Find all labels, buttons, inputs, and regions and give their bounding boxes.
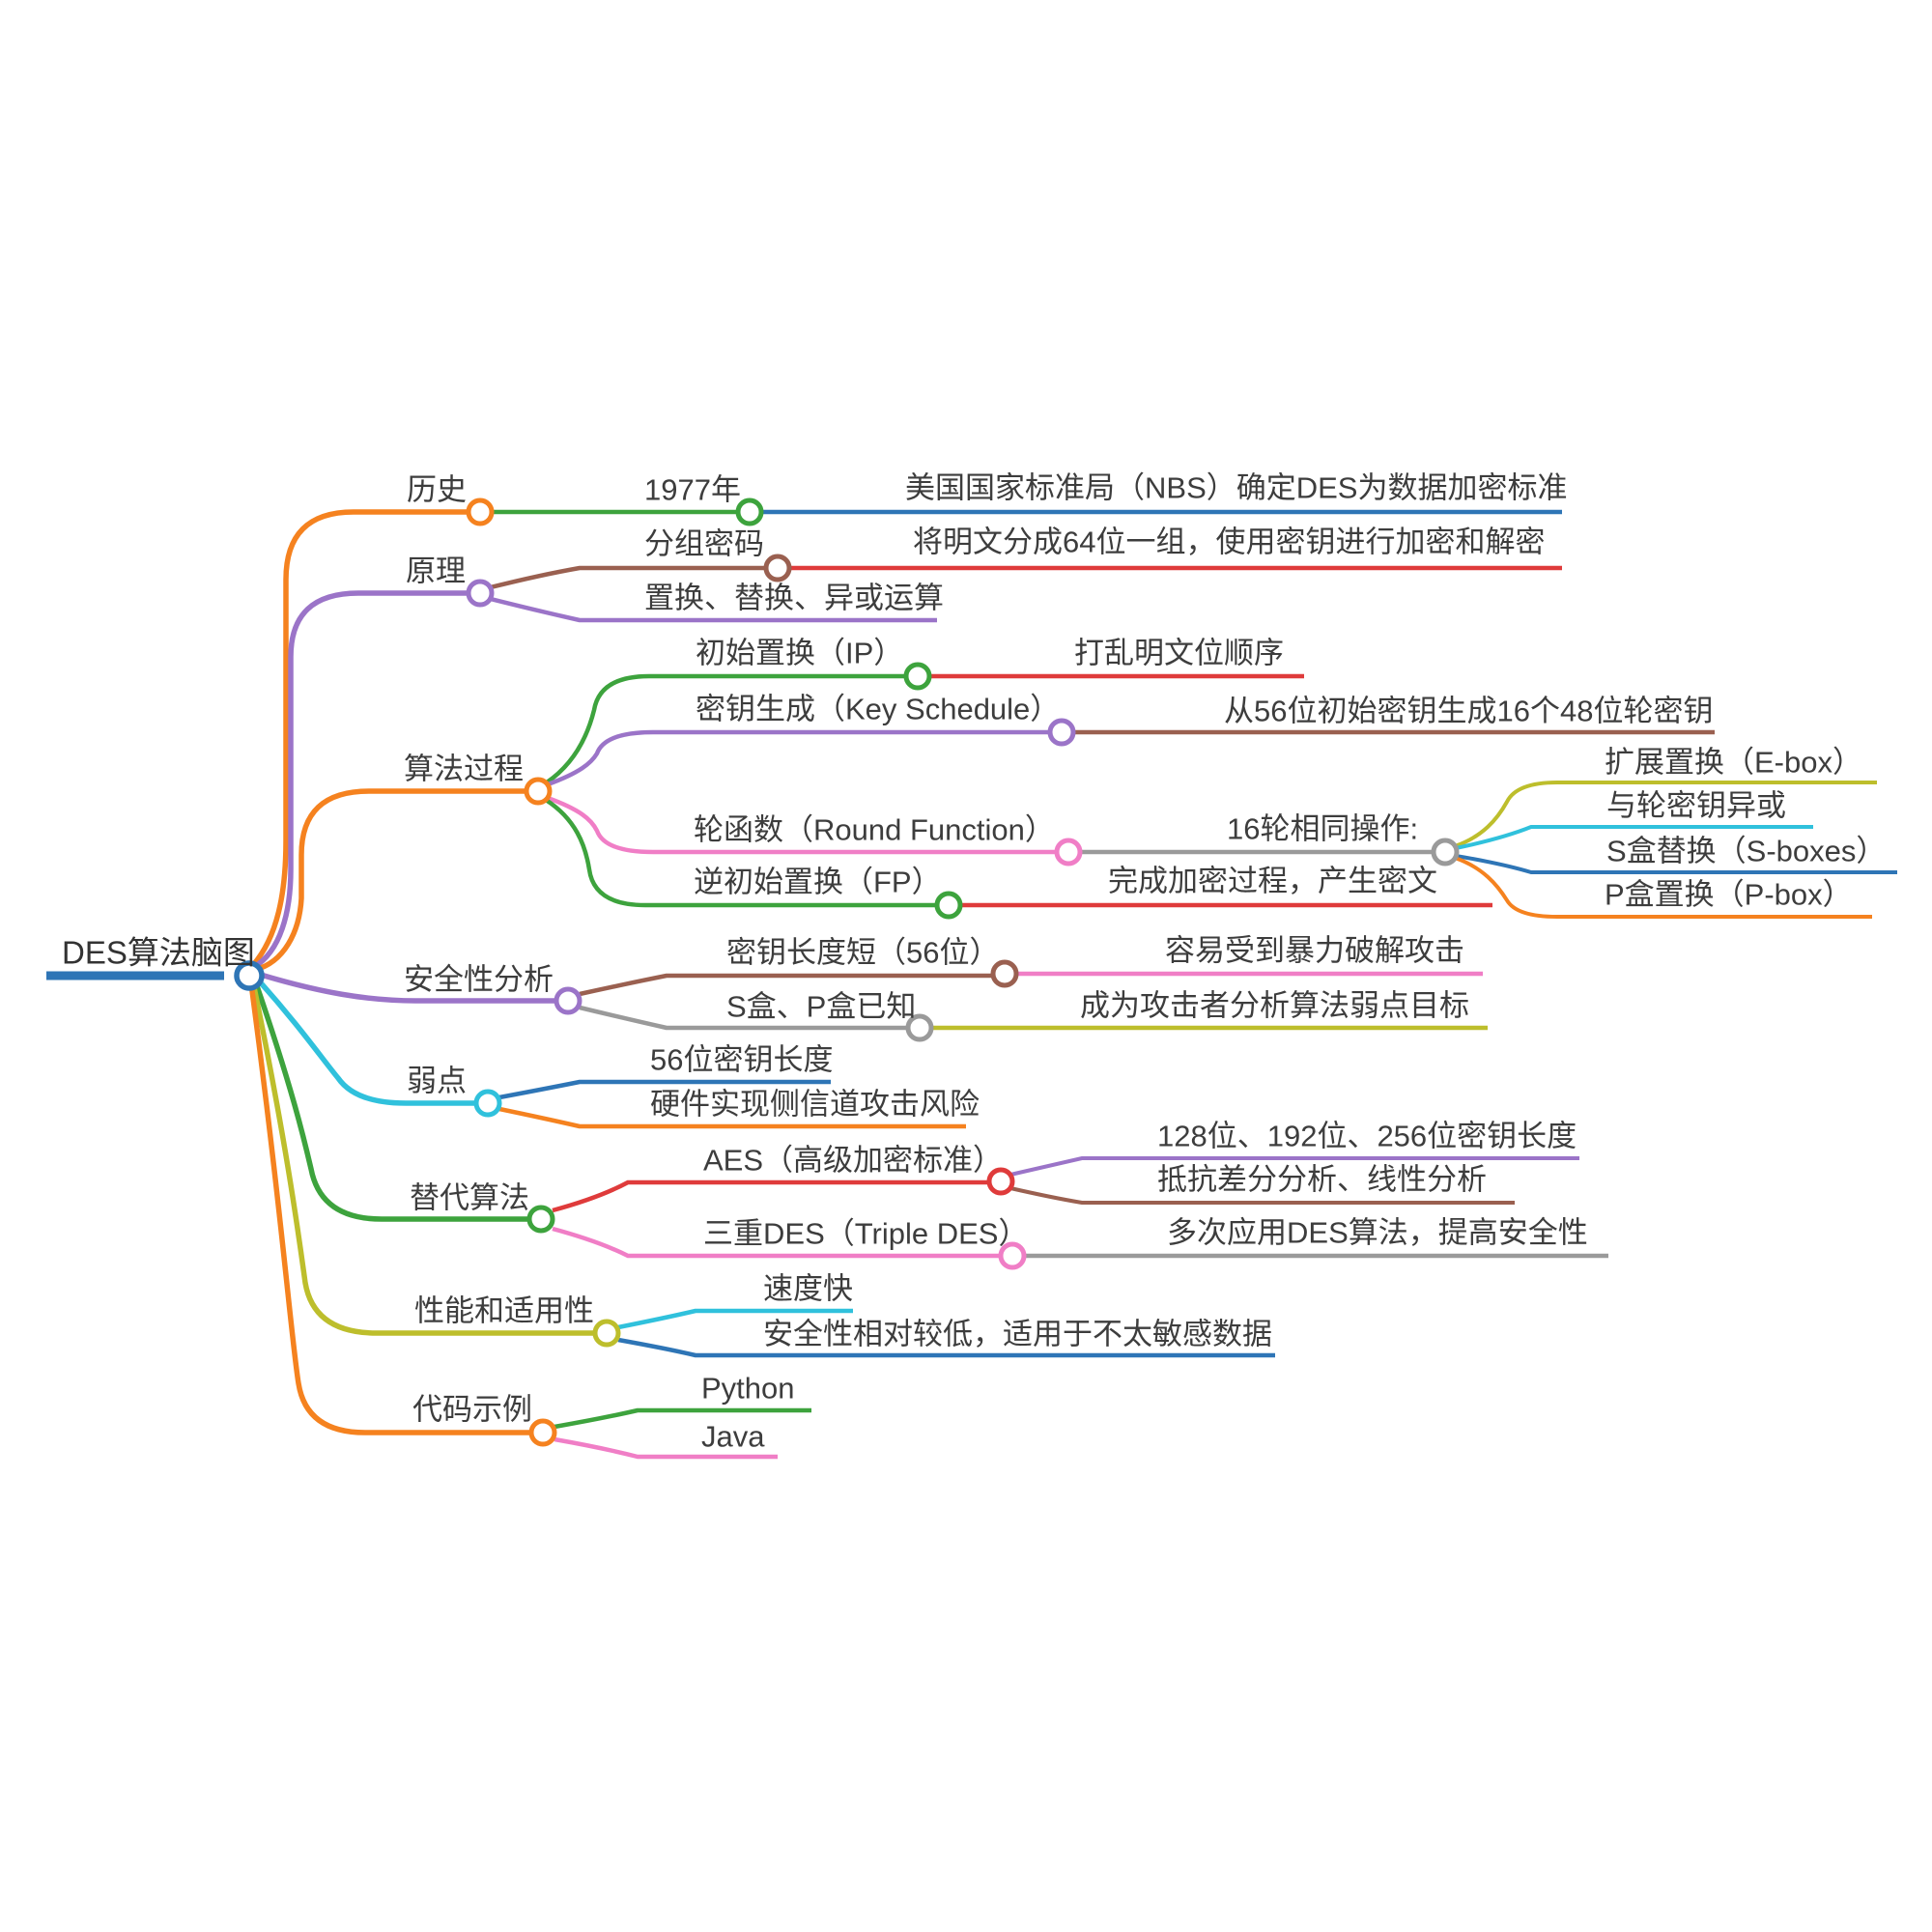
node-root-handle[interactable]	[234, 960, 265, 991]
edge-root-principle	[252, 590, 469, 970]
topic-aes-resistance[interactable]: 抵抗差分分析、线性分析	[1157, 1162, 1487, 1197]
topic-e-box[interactable]: 扩展置换（E-box）	[1605, 745, 1862, 780]
topic-ip-detail[interactable]: 打乱明文位顺序	[1074, 636, 1284, 670]
edge-weaknesses-sidechannel	[498, 1106, 966, 1129]
edge-16rounds-pbox	[1454, 856, 1872, 919]
edge-root-weaknesses	[254, 977, 476, 1106]
edge-principle-block-cipher	[490, 565, 766, 590]
topic-final-permutation[interactable]: 逆初始置换（FP）	[694, 865, 942, 899]
edge-process-ip	[545, 673, 906, 784]
edge-process-fp	[544, 798, 937, 908]
topic-python[interactable]: Python	[701, 1371, 795, 1406]
topic-performance[interactable]: 性能和适用性	[414, 1293, 594, 1328]
node-key-schedule-handle[interactable]	[1047, 718, 1076, 747]
topic-history[interactable]: 历史	[407, 472, 467, 507]
topic-short-key[interactable]: 密钥长度短（56位）	[726, 935, 1000, 970]
edge-16rounds-sboxes	[1455, 854, 1897, 874]
topic-aes-key-lengths[interactable]: 128位、192位、256位密钥长度	[1157, 1119, 1577, 1153]
edge-alternatives-aes	[552, 1179, 989, 1213]
node-alternatives-handle[interactable]	[526, 1205, 555, 1234]
topic-alternatives[interactable]: 替代算法	[410, 1180, 529, 1215]
topic-java[interactable]: Java	[701, 1419, 765, 1454]
node-round-function-handle[interactable]	[1054, 838, 1083, 867]
topic-fast-speed[interactable]: 速度快	[763, 1271, 853, 1306]
topic-attack-target[interactable]: 成为攻击者分析算法弱点目标	[1080, 988, 1469, 1023]
topic-side-channel[interactable]: 硬件实现侧信道攻击风险	[650, 1087, 980, 1122]
topic-fp-detail[interactable]: 完成加密过程，产生密文	[1108, 864, 1437, 898]
edge-security-known-boxes	[579, 1005, 908, 1031]
topic-security-analysis[interactable]: 安全性分析	[404, 962, 554, 997]
edge-root-history	[250, 509, 469, 967]
topic-initial-permutation[interactable]: 初始置换（IP）	[696, 636, 904, 670]
node-security-handle[interactable]	[554, 986, 582, 1015]
topic-triple-des-detail[interactable]: 多次应用DES算法，提高安全性	[1167, 1215, 1588, 1250]
topic-permutation-ops[interactable]: 置换、替换、异或运算	[644, 581, 944, 615]
node-ip-handle[interactable]	[903, 662, 932, 691]
edge-weaknesses-56bit	[498, 1079, 831, 1100]
node-principle-handle[interactable]	[466, 579, 495, 608]
topic-nbs-standard[interactable]: 美国国家标准局（NBS）确定DES为数据加密标准	[905, 470, 1568, 505]
topic-brute-force[interactable]: 容易受到暴力破解攻击	[1165, 933, 1464, 968]
topic-principle[interactable]: 原理	[406, 554, 466, 588]
edge-process-round-function	[547, 795, 1057, 855]
topic-root[interactable]: DES算法脑图	[62, 934, 255, 971]
node-1977-handle[interactable]	[735, 497, 764, 526]
topic-56bit-key[interactable]: 56位密钥长度	[650, 1042, 834, 1077]
node-history-handle[interactable]	[466, 497, 495, 526]
node-known-boxes-handle[interactable]	[905, 1013, 934, 1042]
edge-root-alternatives	[252, 980, 529, 1222]
edge-aes-keylengths	[1009, 1156, 1579, 1177]
topic-code-examples[interactable]: 代码示例	[412, 1392, 532, 1427]
topic-1977[interactable]: 1977年	[644, 472, 741, 507]
topic-aes[interactable]: AES（高级加密标准）	[703, 1143, 1004, 1178]
edge-root-security	[260, 972, 556, 1004]
topic-key-schedule-detail[interactable]: 从56位初始密钥生成16个48位轮密钥	[1224, 694, 1714, 728]
topic-16-rounds[interactable]: 16轮相同操作:	[1227, 811, 1419, 846]
edge-performance-speed	[617, 1308, 853, 1330]
node-block-cipher-handle[interactable]	[763, 554, 792, 582]
topic-s-boxes[interactable]: S盒替换（S-boxes）	[1606, 834, 1887, 868]
edge-alternatives-tripledes	[552, 1226, 1001, 1259]
node-short-key-handle[interactable]	[990, 959, 1019, 988]
topic-key-schedule[interactable]: 密钥生成（Key Schedule）	[696, 692, 1061, 726]
edge-aes-resistance	[1009, 1186, 1515, 1205]
edge-16rounds-ebox	[1454, 781, 1877, 848]
topic-xor-round-key[interactable]: 与轮密钥异或	[1606, 788, 1786, 823]
node-performance-handle[interactable]	[592, 1319, 621, 1348]
topic-triple-des[interactable]: 三重DES（Triple DES）	[703, 1216, 1029, 1251]
node-code-handle[interactable]	[528, 1418, 557, 1447]
edge-process-key-schedule	[547, 729, 1050, 787]
edge-performance-lowsecurity	[617, 1337, 1275, 1358]
node-process-handle[interactable]	[524, 777, 553, 806]
edge-code-java	[554, 1436, 778, 1460]
edge-16rounds-xor	[1455, 825, 1813, 850]
edge-root-code	[248, 982, 531, 1435]
edge-security-short-key	[579, 973, 993, 997]
topic-process[interactable]: 算法过程	[404, 752, 524, 786]
topic-lower-security[interactable]: 安全性相对较低，适用于不太敏感数据	[763, 1317, 1272, 1351]
topic-p-box[interactable]: P盒置换（P-box）	[1605, 877, 1853, 912]
topic-block-cipher[interactable]: 分组密码	[644, 526, 764, 561]
topic-weaknesses[interactable]: 弱点	[407, 1064, 467, 1098]
topic-round-function[interactable]: 轮函数（Round Function）	[694, 812, 1055, 847]
topic-known-boxes[interactable]: S盒、P盒已知	[726, 989, 917, 1024]
edge-principle-permutation-ops	[490, 596, 937, 623]
node-aes-handle[interactable]	[986, 1167, 1015, 1196]
topic-block-cipher-detail[interactable]: 将明文分成64位一组，使用密钥进行加密和解密	[913, 525, 1546, 559]
edge-root-process	[254, 788, 526, 973]
edge-code-python	[554, 1407, 811, 1430]
node-fp-handle[interactable]	[934, 891, 963, 920]
node-16rounds-handle[interactable]	[1431, 838, 1460, 867]
edge-root-performance	[250, 981, 595, 1336]
node-tripledes-handle[interactable]	[998, 1241, 1027, 1270]
node-weaknesses-handle[interactable]	[473, 1089, 502, 1118]
